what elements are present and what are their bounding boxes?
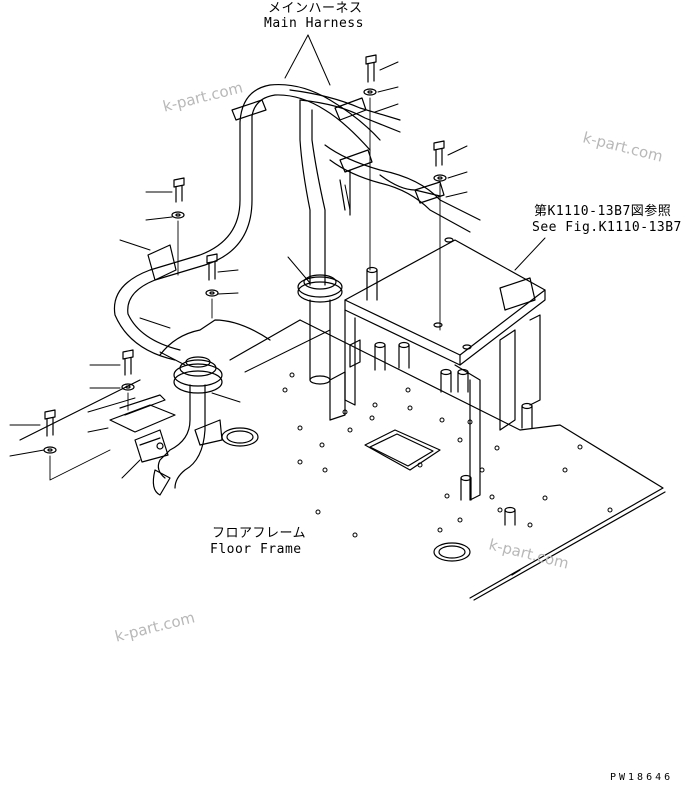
- controller-bracket: [329, 239, 546, 501]
- grommet-upper: [297, 274, 343, 385]
- reference-label-jp: 第K1110-13B7図参照: [534, 204, 672, 219]
- floor-frame-label-jp: フロアフレーム: [212, 526, 307, 541]
- assembly-lines: [49, 97, 441, 481]
- drawing-code: PW18646: [610, 772, 674, 783]
- leader-lines: [9, 34, 546, 479]
- main-harness: [113, 83, 481, 361]
- main-harness-label-jp: メインハーネス: [268, 1, 363, 16]
- main-harness-label-en: Main Harness: [264, 16, 364, 31]
- standoffs: [366, 237, 533, 526]
- bolts: [43, 54, 447, 454]
- reference-label-en: See Fig.K1110-13B7: [532, 220, 682, 235]
- floor-frame-outline: [19, 319, 666, 601]
- connector: [109, 394, 176, 463]
- grommet-lower: [173, 356, 223, 394]
- floor-frame-label-en: Floor Frame: [210, 542, 302, 557]
- floor-openings: [221, 427, 471, 562]
- floor-holes: [282, 372, 613, 538]
- harness-lower: [157, 319, 271, 489]
- harness-clamps: [147, 97, 445, 496]
